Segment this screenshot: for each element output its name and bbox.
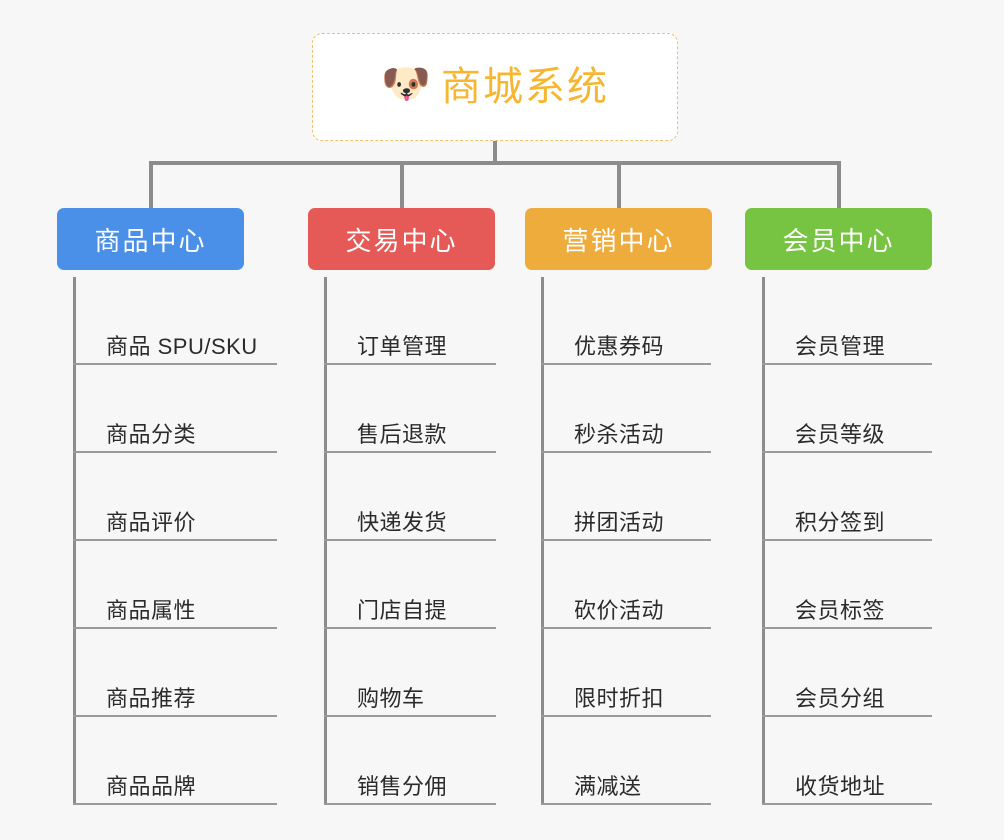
column-spine bbox=[324, 277, 327, 805]
leaf-item[interactable]: 商品属性 bbox=[73, 541, 277, 629]
leaf-item[interactable]: 商品推荐 bbox=[73, 629, 277, 717]
leaf-item[interactable]: 商品品牌 bbox=[73, 717, 277, 805]
leaf-item[interactable]: 会员管理 bbox=[762, 277, 932, 365]
leaf-item[interactable]: 会员等级 bbox=[762, 365, 932, 453]
leaf-item-label: 销售分佣 bbox=[357, 773, 448, 799]
leaf-item-label: 会员分组 bbox=[795, 685, 886, 711]
branch-drop-connector bbox=[148, 161, 153, 208]
leaf-item[interactable]: 订单管理 bbox=[324, 277, 496, 365]
leaf-item-label: 商品分类 bbox=[106, 421, 197, 447]
category-label: 商品中心 bbox=[94, 225, 207, 256]
leaf-item-label: 商品 SPU/SKU bbox=[106, 333, 258, 359]
leaf-item-label: 商品品牌 bbox=[106, 773, 197, 799]
root-stem-connector bbox=[493, 141, 497, 165]
leaf-item-label: 门店自提 bbox=[357, 597, 448, 623]
leaf-item-label: 秒杀活动 bbox=[574, 421, 665, 447]
leaf-item[interactable]: 会员分组 bbox=[762, 629, 932, 717]
leaf-item[interactable]: 快递发货 bbox=[324, 453, 496, 541]
branch-drop-connector bbox=[399, 161, 404, 208]
leaf-item-label: 会员标签 bbox=[795, 597, 886, 623]
leaf-item[interactable]: 收货地址 bbox=[762, 717, 932, 805]
category-label: 交易中心 bbox=[345, 225, 458, 256]
leaf-item[interactable]: 会员标签 bbox=[762, 541, 932, 629]
column-spine bbox=[762, 277, 765, 805]
leaf-item-label: 拼团活动 bbox=[574, 509, 665, 535]
leaf-item-label: 快递发货 bbox=[357, 509, 448, 535]
leaf-item-label: 会员管理 bbox=[795, 333, 886, 359]
leaf-item[interactable]: 商品评价 bbox=[73, 453, 277, 541]
category-label: 营销中心 bbox=[562, 225, 675, 256]
leaf-item-label: 售后退款 bbox=[357, 421, 448, 447]
leaf-item[interactable]: 售后退款 bbox=[324, 365, 496, 453]
leaf-item-label: 订单管理 bbox=[357, 333, 448, 359]
branch-drop-connector bbox=[836, 161, 841, 208]
root-node[interactable]: 🐶 商城系统 bbox=[312, 33, 678, 141]
leaf-item[interactable]: 优惠券码 bbox=[541, 277, 711, 365]
root-title: 商城系统 bbox=[441, 65, 609, 109]
category-box-1[interactable]: 商品中心 bbox=[57, 208, 244, 270]
column-spine bbox=[73, 277, 76, 805]
leaf-item[interactable]: 商品分类 bbox=[73, 365, 277, 453]
leaf-item[interactable]: 拼团活动 bbox=[541, 453, 711, 541]
leaf-item-label: 商品属性 bbox=[106, 597, 197, 623]
category-box-4[interactable]: 会员中心 bbox=[745, 208, 932, 270]
dog-face-icon: 🐶 bbox=[381, 62, 431, 106]
branch-drop-connector bbox=[616, 161, 621, 208]
leaf-item-label: 砍价活动 bbox=[574, 597, 665, 623]
horizontal-distribution-connector bbox=[150, 161, 839, 165]
leaf-item-label: 优惠券码 bbox=[574, 333, 665, 359]
leaf-item-label: 限时折扣 bbox=[574, 685, 665, 711]
leaf-item-label: 购物车 bbox=[357, 685, 425, 711]
category-label: 会员中心 bbox=[782, 225, 895, 256]
leaf-item-label: 积分签到 bbox=[795, 509, 886, 535]
column-spine bbox=[541, 277, 544, 805]
leaf-item[interactable]: 购物车 bbox=[324, 629, 496, 717]
category-box-2[interactable]: 交易中心 bbox=[308, 208, 495, 270]
leaf-item[interactable]: 秒杀活动 bbox=[541, 365, 711, 453]
leaf-item-label: 商品评价 bbox=[106, 509, 197, 535]
leaf-item[interactable]: 限时折扣 bbox=[541, 629, 711, 717]
leaf-item[interactable]: 商品 SPU/SKU bbox=[73, 277, 277, 365]
leaf-item-label: 收货地址 bbox=[795, 773, 886, 799]
leaf-item[interactable]: 门店自提 bbox=[324, 541, 496, 629]
leaf-item[interactable]: 销售分佣 bbox=[324, 717, 496, 805]
leaf-item[interactable]: 积分签到 bbox=[762, 453, 932, 541]
leaf-item[interactable]: 满减送 bbox=[541, 717, 711, 805]
leaf-item-label: 满减送 bbox=[574, 773, 642, 799]
category-box-3[interactable]: 营销中心 bbox=[525, 208, 712, 270]
leaf-item-label: 会员等级 bbox=[795, 421, 886, 447]
leaf-item[interactable]: 砍价活动 bbox=[541, 541, 711, 629]
leaf-item-label: 商品推荐 bbox=[106, 685, 197, 711]
